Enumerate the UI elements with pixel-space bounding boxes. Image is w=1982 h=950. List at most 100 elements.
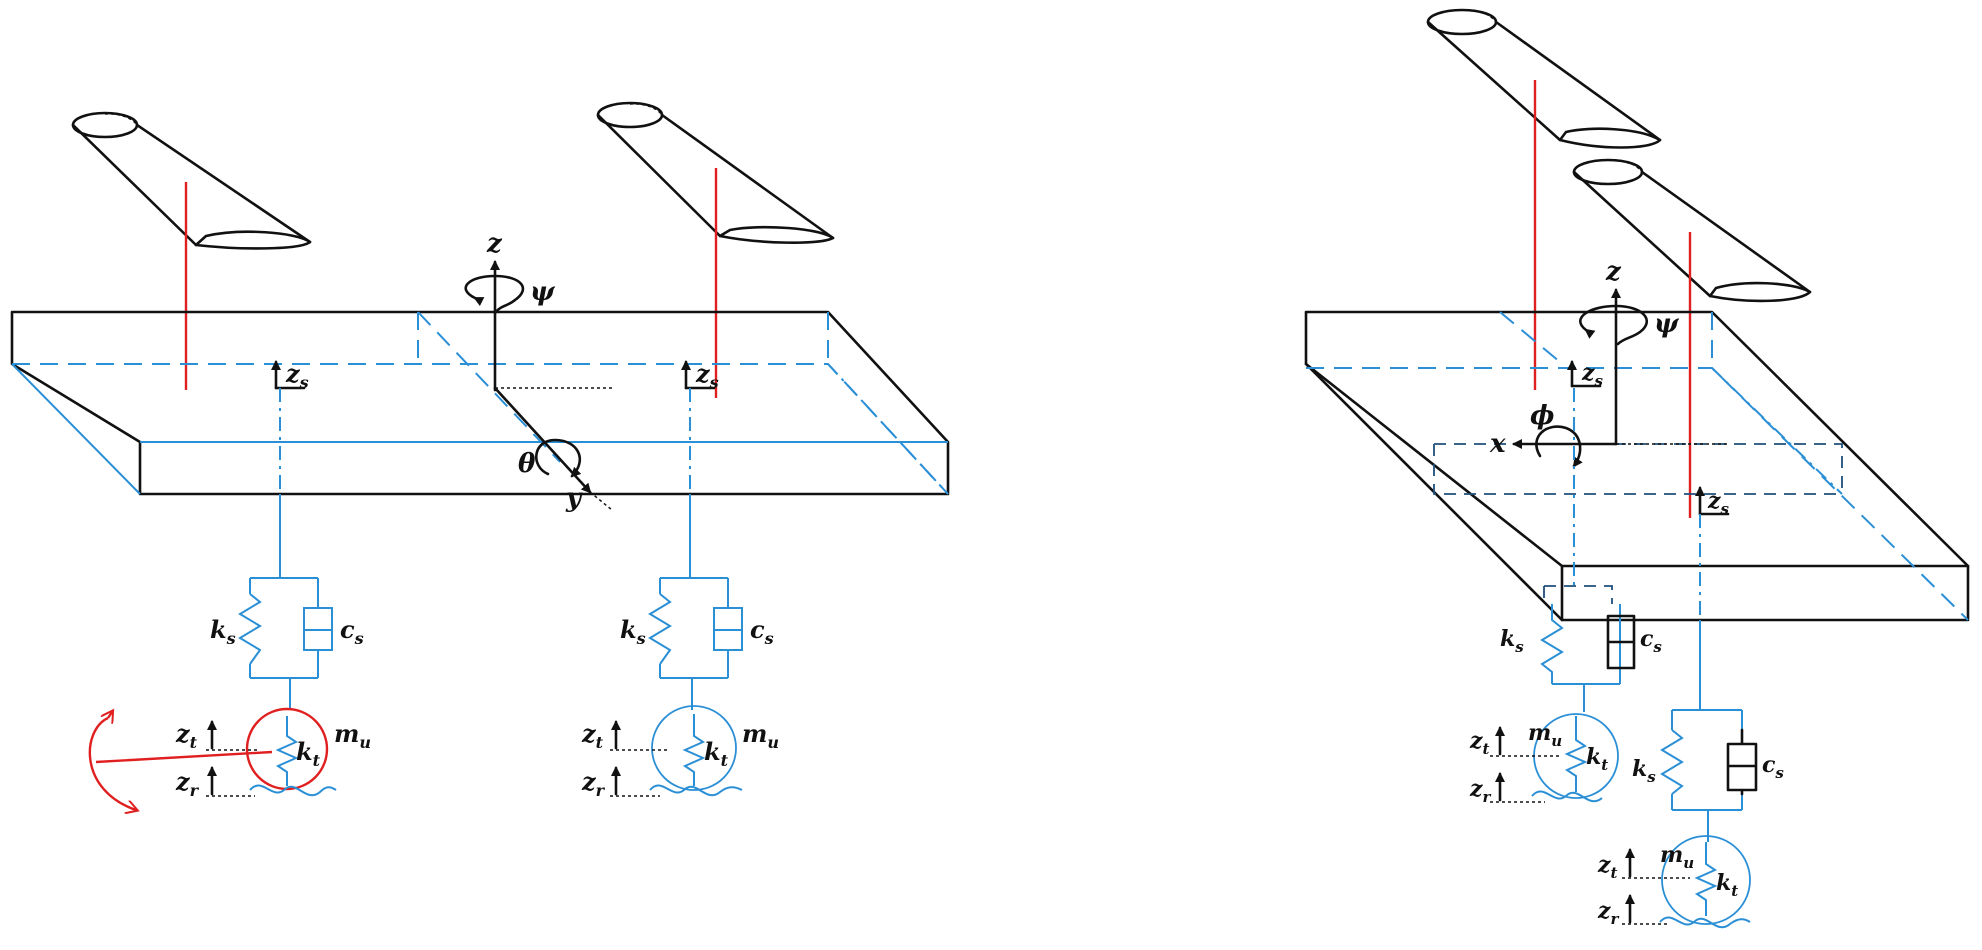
rotor-hidden-edge [629,103,663,116]
theta-label: θ [518,449,536,479]
suspension-frame [249,577,319,679]
heave-label: zs [695,359,719,392]
z-axis-label: z [486,229,503,259]
zt-label: zt [1597,852,1618,882]
left-axes: z ψ y θ [464,229,613,513]
rotor-hidden-edge [104,113,138,126]
cs-damper [1606,614,1636,670]
psi-rotation-arrow [1579,304,1648,346]
right-heave-marker-1: zs [1567,360,1604,390]
zt-label: zt [175,719,198,752]
zr-label: zr [1597,898,1620,928]
right-corner-1: ks cs zt zr kt mu [1469,388,1662,806]
right-corner-2: ks cs zt zr kt mu [1597,514,1784,929]
left-rotor-2 [596,101,835,398]
road-profile [249,784,337,797]
rotor-wing-outline [71,123,312,247]
body-left-bottom-edge [11,363,141,495]
suspension-frame [659,577,729,679]
heave-label: zs [1581,360,1604,390]
cs-label: cs [340,615,364,648]
theta-rotation-arrow [534,438,582,478]
zr-label: zr [1469,776,1492,806]
wheel-rotation-arrow-head [108,712,112,718]
mid-section-plane [1433,443,1843,495]
kt-label: kt [296,737,321,770]
body-hidden-edges [12,363,949,495]
cs-label: cs [1640,626,1662,656]
phi-rotation-arrow [1535,425,1583,468]
ks-spring [1540,604,1621,685]
tyre-wheel [651,705,737,791]
psi-rotation-arrow [464,274,525,314]
mu-label: mu [1660,842,1694,872]
right-rotor-2 [1572,158,1812,518]
left-car-body [10,310,950,496]
ks-label: ks [1632,756,1656,786]
ks-spring [238,593,262,665]
rotor-wing-outline [1426,20,1662,142]
kt-label: kt [1586,744,1608,774]
rotor-wing-outline [596,113,835,240]
body-outline [10,310,950,496]
road-profile [1531,790,1603,803]
ks-label: ks [210,615,236,648]
rear-diagonal [1711,367,1843,495]
right-car-body [1304,310,1970,622]
y-axis-label: y [565,483,583,513]
rear-diagonal [827,363,949,495]
left-rotor-1 [71,111,312,390]
body-hidden-edges [1306,367,1969,621]
heave-label: zs [1707,488,1730,518]
body-outline [1304,310,1970,622]
cs-damper [1726,728,1758,796]
rotor-wing-outline [1572,170,1812,298]
zr-label: zr [581,767,606,800]
left-corner-1: ks cs zt zr kt mu [88,388,371,810]
psi-label: ψ [530,277,556,307]
mu-label: mu [1528,720,1562,750]
kt-spring [1694,842,1718,916]
kt-spring [682,714,706,786]
x-axis-label: x [1489,429,1506,459]
zr-label: zr [175,767,200,800]
y-axis [493,386,592,494]
psi-label: ψ [1654,309,1680,339]
zt-label: zt [581,719,604,752]
phi-label: ϕ [1530,401,1554,431]
kt-label: kt [1716,870,1738,900]
kt-label: kt [704,737,729,770]
rotor-tip [1708,281,1812,303]
right-heave-marker-2: zs [1695,486,1730,518]
mu-label: mu [742,719,779,752]
zt-label: zt [1469,728,1490,758]
ks-label: ks [1500,626,1524,656]
y-axis-extension [589,491,613,511]
kt-spring [1564,716,1588,792]
right-rotor-1 [1426,8,1662,390]
heave-label: zs [285,359,309,392]
wheel-rotation-arrow [88,716,136,810]
tyre-wheel [245,707,329,791]
cs-damper [713,594,743,664]
cs-label: cs [1762,752,1784,782]
mid-section-diagonal [417,311,561,463]
road-profile [649,784,743,797]
right-axes: z ψ x ϕ [1489,257,1730,468]
kt-spring [275,716,299,786]
ks-spring [1660,729,1684,795]
z-axis-label: z [1605,257,1622,287]
suspension-frame [1671,709,1743,811]
rotor-tip [1558,127,1662,149]
suspension-frame-hidden [1543,585,1613,604]
right-view: z ψ x ϕ zs zs ks cs [1304,8,1970,929]
left-view: z ψ y θ zs zs ks [10,101,950,810]
wheel-rotation-axis [95,750,273,764]
cs-damper [303,594,333,664]
road-profile [1659,916,1751,929]
mu-label: mu [334,719,371,752]
rotor-tip [718,225,835,244]
left-corner-2: ks cs zt zr kt mu [581,388,779,800]
